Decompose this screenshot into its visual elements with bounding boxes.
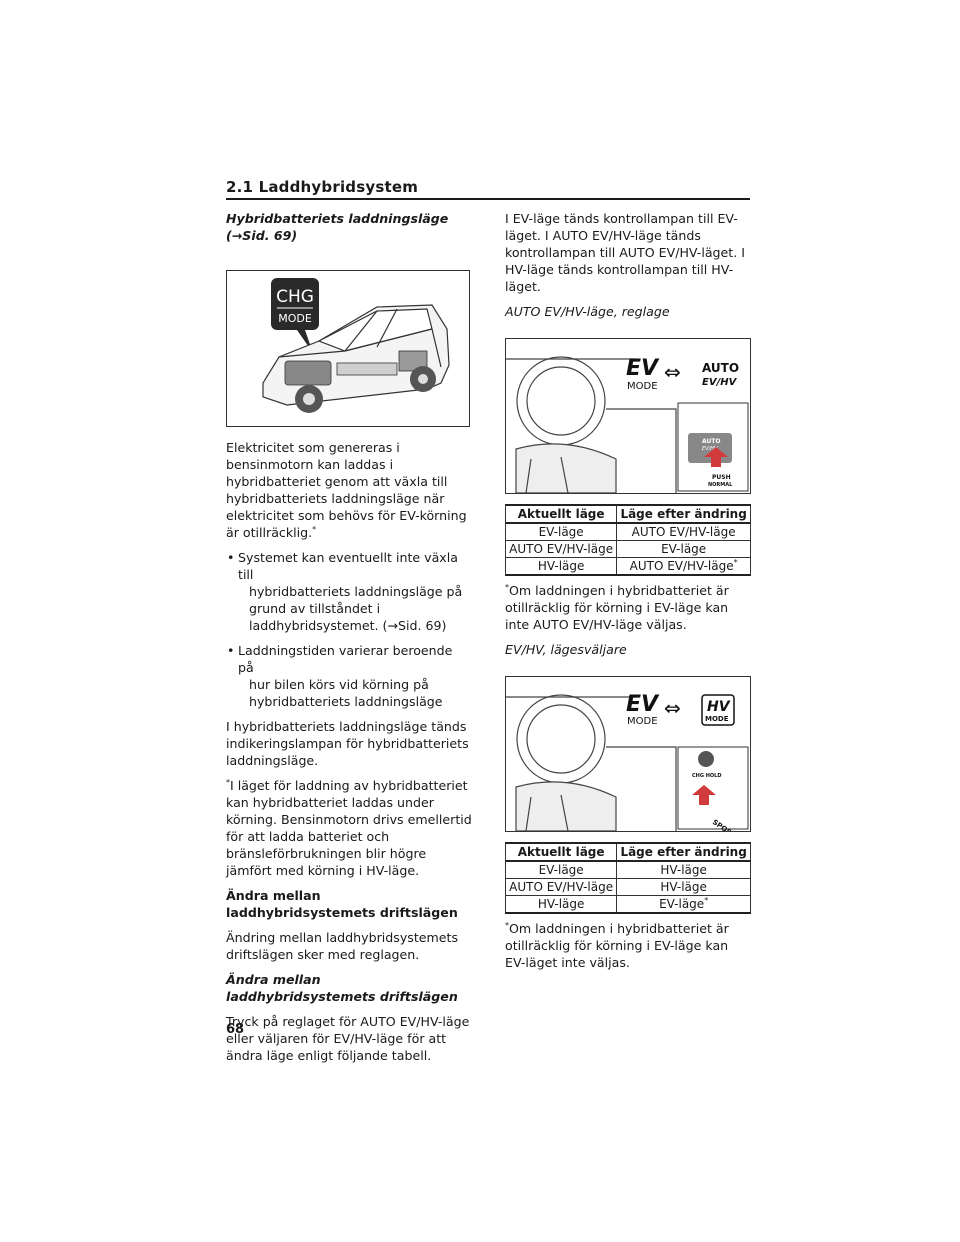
table-header-after: Läge efter ändring — [616, 504, 751, 524]
switch-arrow-icon: ⇔ — [664, 696, 681, 720]
table-cell-value: HV-läge — [660, 880, 707, 894]
auto-evhv-switch-illustration: EV MODE ⇔ AUTO EV/HV AUTO EV/HV PUSH NOR… — [505, 338, 751, 494]
page-number: 68 — [226, 1022, 245, 1037]
note-auto-switch: *Om laddningen i hybridbatteriet är otil… — [505, 582, 751, 633]
dashboard-icon: EV MODE ⇔ AUTO EV/HV AUTO EV/HV PUSH NOR… — [506, 356, 749, 493]
evhv-selector-illustration: EV MODE ⇔ HV MODE CHG HOLD SPORT — [505, 676, 751, 832]
bullet-charging-time: Laddningstiden varierar beroende på hur … — [226, 642, 472, 710]
table-cell: AUTO EV/HV-läge — [504, 878, 618, 896]
note-auto-switch-text: Om laddningen i hybridbatteriet är otill… — [505, 583, 729, 632]
push-label: PUSH — [712, 474, 731, 481]
hv-symbol: HV — [707, 699, 731, 715]
caption-evhv-selector: EV/HV, lägesväljare — [505, 642, 627, 657]
table-cell: EV-läge — [616, 540, 751, 558]
table-cell: EV-läge — [504, 860, 618, 879]
ev-mode-label: MODE — [627, 716, 658, 727]
table-cell-marker: * — [733, 558, 738, 567]
table-cell: EV-läge — [504, 522, 618, 541]
subheading-change-modes: Ändra mellan laddhybridsystemets driftsl… — [226, 972, 458, 1004]
table-cell-value: AUTO EV/HV-läge — [631, 525, 736, 539]
header-rule — [226, 198, 750, 200]
footnote-marker: * — [312, 524, 317, 534]
chg-mode-badge: CHG MODE — [271, 278, 319, 353]
table-cell: HV-läge — [504, 557, 618, 576]
table-cell: HV-läge — [616, 878, 751, 896]
paragraph-electricity-text: Elektricitet som genereras i bensinmotor… — [226, 440, 467, 540]
ev-hv-legend: EV MODE ⇔ HV MODE — [626, 692, 735, 727]
mode-table-auto-switch: Aktuellt läge Läge efter ändring EV-läge… — [504, 504, 751, 576]
heading-page-ref: (→Sid. 69) — [226, 228, 298, 243]
footnote-marker: * — [226, 777, 230, 787]
table-cell-value: HV-läge — [660, 863, 707, 877]
auto-button-label: AUTO — [702, 438, 721, 445]
evhv-label: EV/HV — [702, 377, 738, 388]
ev-auto-legend: EV MODE ⇔ AUTO EV/HV — [626, 356, 739, 392]
car-illustration: CHG MODE — [226, 270, 470, 427]
chg-hold-label: CHG HOLD — [692, 773, 721, 779]
bullet-system-may-not-switch: Systemet kan eventuellt inte växla till … — [226, 549, 472, 634]
dashboard-icon: EV MODE ⇔ HV MODE CHG HOLD SPORT — [506, 692, 749, 831]
table-cell-value: AUTO EV/HV-läge — [629, 559, 734, 573]
paragraph-electricity: Elektricitet som genereras i bensinmotor… — [226, 439, 472, 541]
paragraph-indicator-lamps: I EV-läge tänds kontrollampan till EV-lä… — [505, 211, 745, 294]
table-row: AUTO EV/HV-läge HV-läge — [504, 878, 751, 896]
table-cell: AUTO EV/HV-läge — [504, 540, 618, 558]
hv-mode-label: MODE — [705, 715, 729, 723]
section-header: 2.1 Laddhybridsystem — [226, 178, 419, 196]
bullet2-continuation: hur bilen körs vid körning på hybridbatt… — [249, 677, 443, 709]
table-cell-marker: * — [704, 896, 709, 905]
table-cell: AUTO EV/HV-läge — [616, 522, 751, 541]
footnote-charging: *I läget för laddning av hybridbatteriet… — [226, 777, 472, 879]
paragraph-change-modes: Ändring mellan laddhybridsystemets drift… — [226, 930, 459, 962]
table-cell-value: EV-läge — [659, 897, 705, 911]
heading-charging-mode: Hybridbatteriets laddningsläge (→Sid. 69… — [226, 210, 472, 244]
auto-label: AUTO — [702, 361, 739, 375]
badge-mode-text: MODE — [278, 312, 312, 325]
table-row: EV-läge HV-läge — [504, 860, 751, 879]
note-evhv-selector-text: Om laddningen i hybridbatteriet är otill… — [505, 921, 729, 970]
footnote-marker: * — [505, 582, 509, 592]
table-cell: HV-läge — [504, 895, 618, 914]
footnote-charging-text: I läget för laddning av hybridbatteriet … — [226, 778, 472, 878]
right-column: I EV-läge tänds kontrollampan till EV-lä… — [504, 210, 751, 979]
switch-arrow-icon: ⇔ — [664, 360, 681, 384]
normal-label: NORMAL — [708, 482, 733, 488]
footnote-marker: * — [505, 920, 509, 930]
table-row: EV-läge AUTO EV/HV-läge — [504, 522, 751, 541]
table-header-after: Läge efter ändring — [616, 842, 751, 862]
console-inset: AUTO EV/HV PUSH NORMAL — [677, 402, 749, 492]
bullet1-continuation: hybridbatteriets laddningsläge på grund … — [249, 584, 463, 633]
table-cell-value: EV-läge — [661, 542, 707, 556]
ev-symbol: EV — [626, 692, 660, 717]
console-inset: CHG HOLD SPORT — [677, 746, 749, 831]
table-cell: AUTO EV/HV-läge* — [616, 557, 751, 576]
table-row: AUTO EV/HV-läge EV-läge — [504, 540, 751, 558]
ev-mode-label: MODE — [627, 381, 658, 392]
bullet2-first-line: Laddningstiden varierar beroende på — [238, 643, 453, 675]
heading-change-modes: Ändra mellan laddhybridsystemets driftsl… — [226, 888, 458, 920]
table-cell: HV-läge — [616, 860, 751, 879]
auto-button-sublabel: EV/HV — [702, 446, 718, 452]
table-cell: EV-läge* — [616, 895, 751, 914]
ev-symbol: EV — [626, 356, 660, 381]
paragraph-press-switch: Tryck på reglaget för AUTO EV/HV-läge el… — [226, 1014, 470, 1063]
badge-chg-text: CHG — [276, 287, 314, 307]
note-evhv-selector: *Om laddningen i hybridbatteriet är otil… — [505, 920, 751, 971]
table-header-current: Aktuellt läge — [504, 504, 618, 524]
table-header-current: Aktuellt läge — [504, 842, 618, 862]
caption-auto-switch: AUTO EV/HV-läge, reglage — [505, 304, 670, 319]
bullet1-first-line: Systemet kan eventuellt inte växla till — [238, 550, 458, 582]
paragraph-indicator: I hybridbatteriets laddningsläge tänds i… — [226, 719, 469, 768]
left-column: Hybridbatteriets laddningsläge (→Sid. 69… — [226, 210, 472, 1072]
heading-charging-mode-line1: Hybridbatteriets laddningsläge — [226, 211, 449, 226]
car-icon: CHG MODE — [262, 278, 450, 413]
mode-table-evhv-selector: Aktuellt läge Läge efter ändring EV-läge… — [504, 842, 751, 914]
